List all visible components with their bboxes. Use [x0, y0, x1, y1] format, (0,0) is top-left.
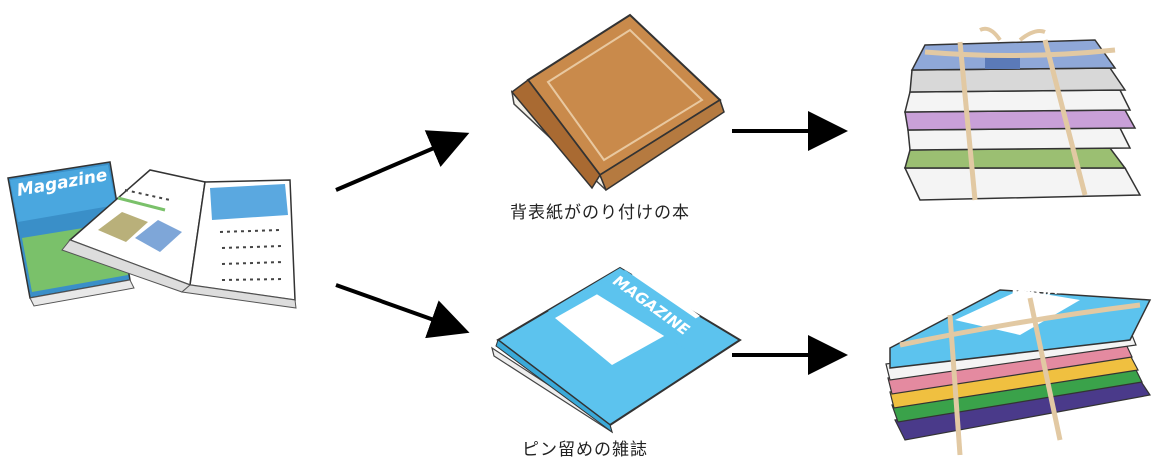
tied-magazine-stack-icon: MAGAZINE	[885, 276, 1152, 456]
pinned-magazine-icon: MAGAZINE	[491, 266, 742, 434]
hardcover-book-icon	[510, 13, 725, 192]
arrow-to-glued-book	[335, 130, 470, 192]
tied-book-stack-icon	[903, 26, 1142, 201]
pinned-magazine-label: ピン留めの雑誌	[522, 440, 648, 459]
arrow-to-pinned-magazine	[335, 283, 470, 339]
glued-book-label: 背表紙がのり付けの本	[510, 203, 690, 223]
open-magazine-icon: Magazine	[7, 161, 297, 309]
